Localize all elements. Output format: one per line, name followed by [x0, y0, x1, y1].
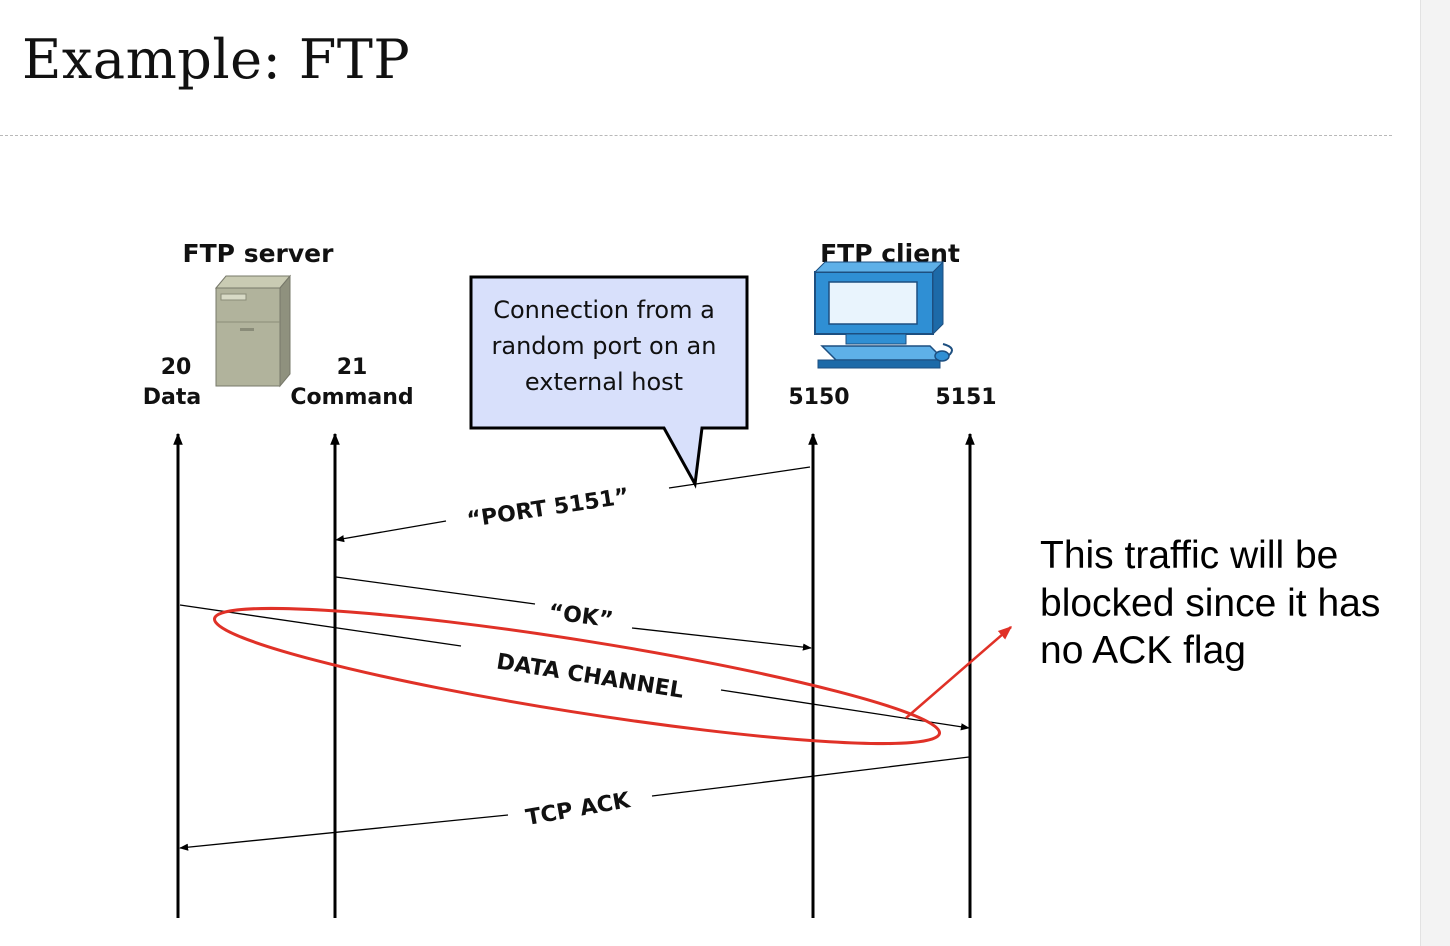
msg-port-5151: “PORT 5151” [465, 484, 630, 533]
slide-title: Example: FTP [22, 28, 411, 91]
title-divider [0, 135, 1392, 136]
side-scrollbar[interactable] [1420, 0, 1450, 946]
arrow-port-segment-left [335, 520, 447, 543]
arrow-ok-segment-right [631, 627, 812, 651]
callout-bubble [469, 275, 749, 489]
computer-monitor-icon [813, 260, 953, 369]
client-port-5151: 5151 [935, 385, 996, 410]
annotation-line-3: no ACK flag [1040, 629, 1246, 673]
highlight-ellipse [212, 606, 942, 746]
callout-line-1: Connection from a [493, 296, 715, 324]
port-data-label: Data [143, 385, 201, 410]
arrow-ack-segment-right [651, 756, 970, 797]
server-label: FTP server [183, 239, 335, 268]
msg-ok: “OK” [547, 600, 614, 633]
port-command-number: 21 [337, 355, 368, 380]
annotation-pointer-arrow [905, 626, 1013, 719]
arrow-port-segment-right [668, 466, 811, 489]
arrow-ok-segment-left [335, 576, 536, 605]
server-tower-icon [214, 274, 292, 388]
annotation-line-1: This traffic will be [1040, 534, 1339, 577]
msg-data-channel: DATA CHANNEL [495, 649, 686, 703]
annotation-line-2: blocked since it has [1040, 581, 1381, 625]
annotation-note: This traffic will be blocked since it ha… [1040, 532, 1440, 675]
port-data-number: 20 [161, 355, 192, 380]
client-port-5150: 5150 [788, 385, 849, 410]
msg-tcp-ack: TCP ACK [524, 788, 633, 831]
callout-line-2: random port on an [492, 332, 717, 360]
port-command-label: Command [290, 385, 413, 410]
callout-line-3: external host [525, 368, 683, 396]
arrow-ack-segment-left [179, 814, 509, 851]
